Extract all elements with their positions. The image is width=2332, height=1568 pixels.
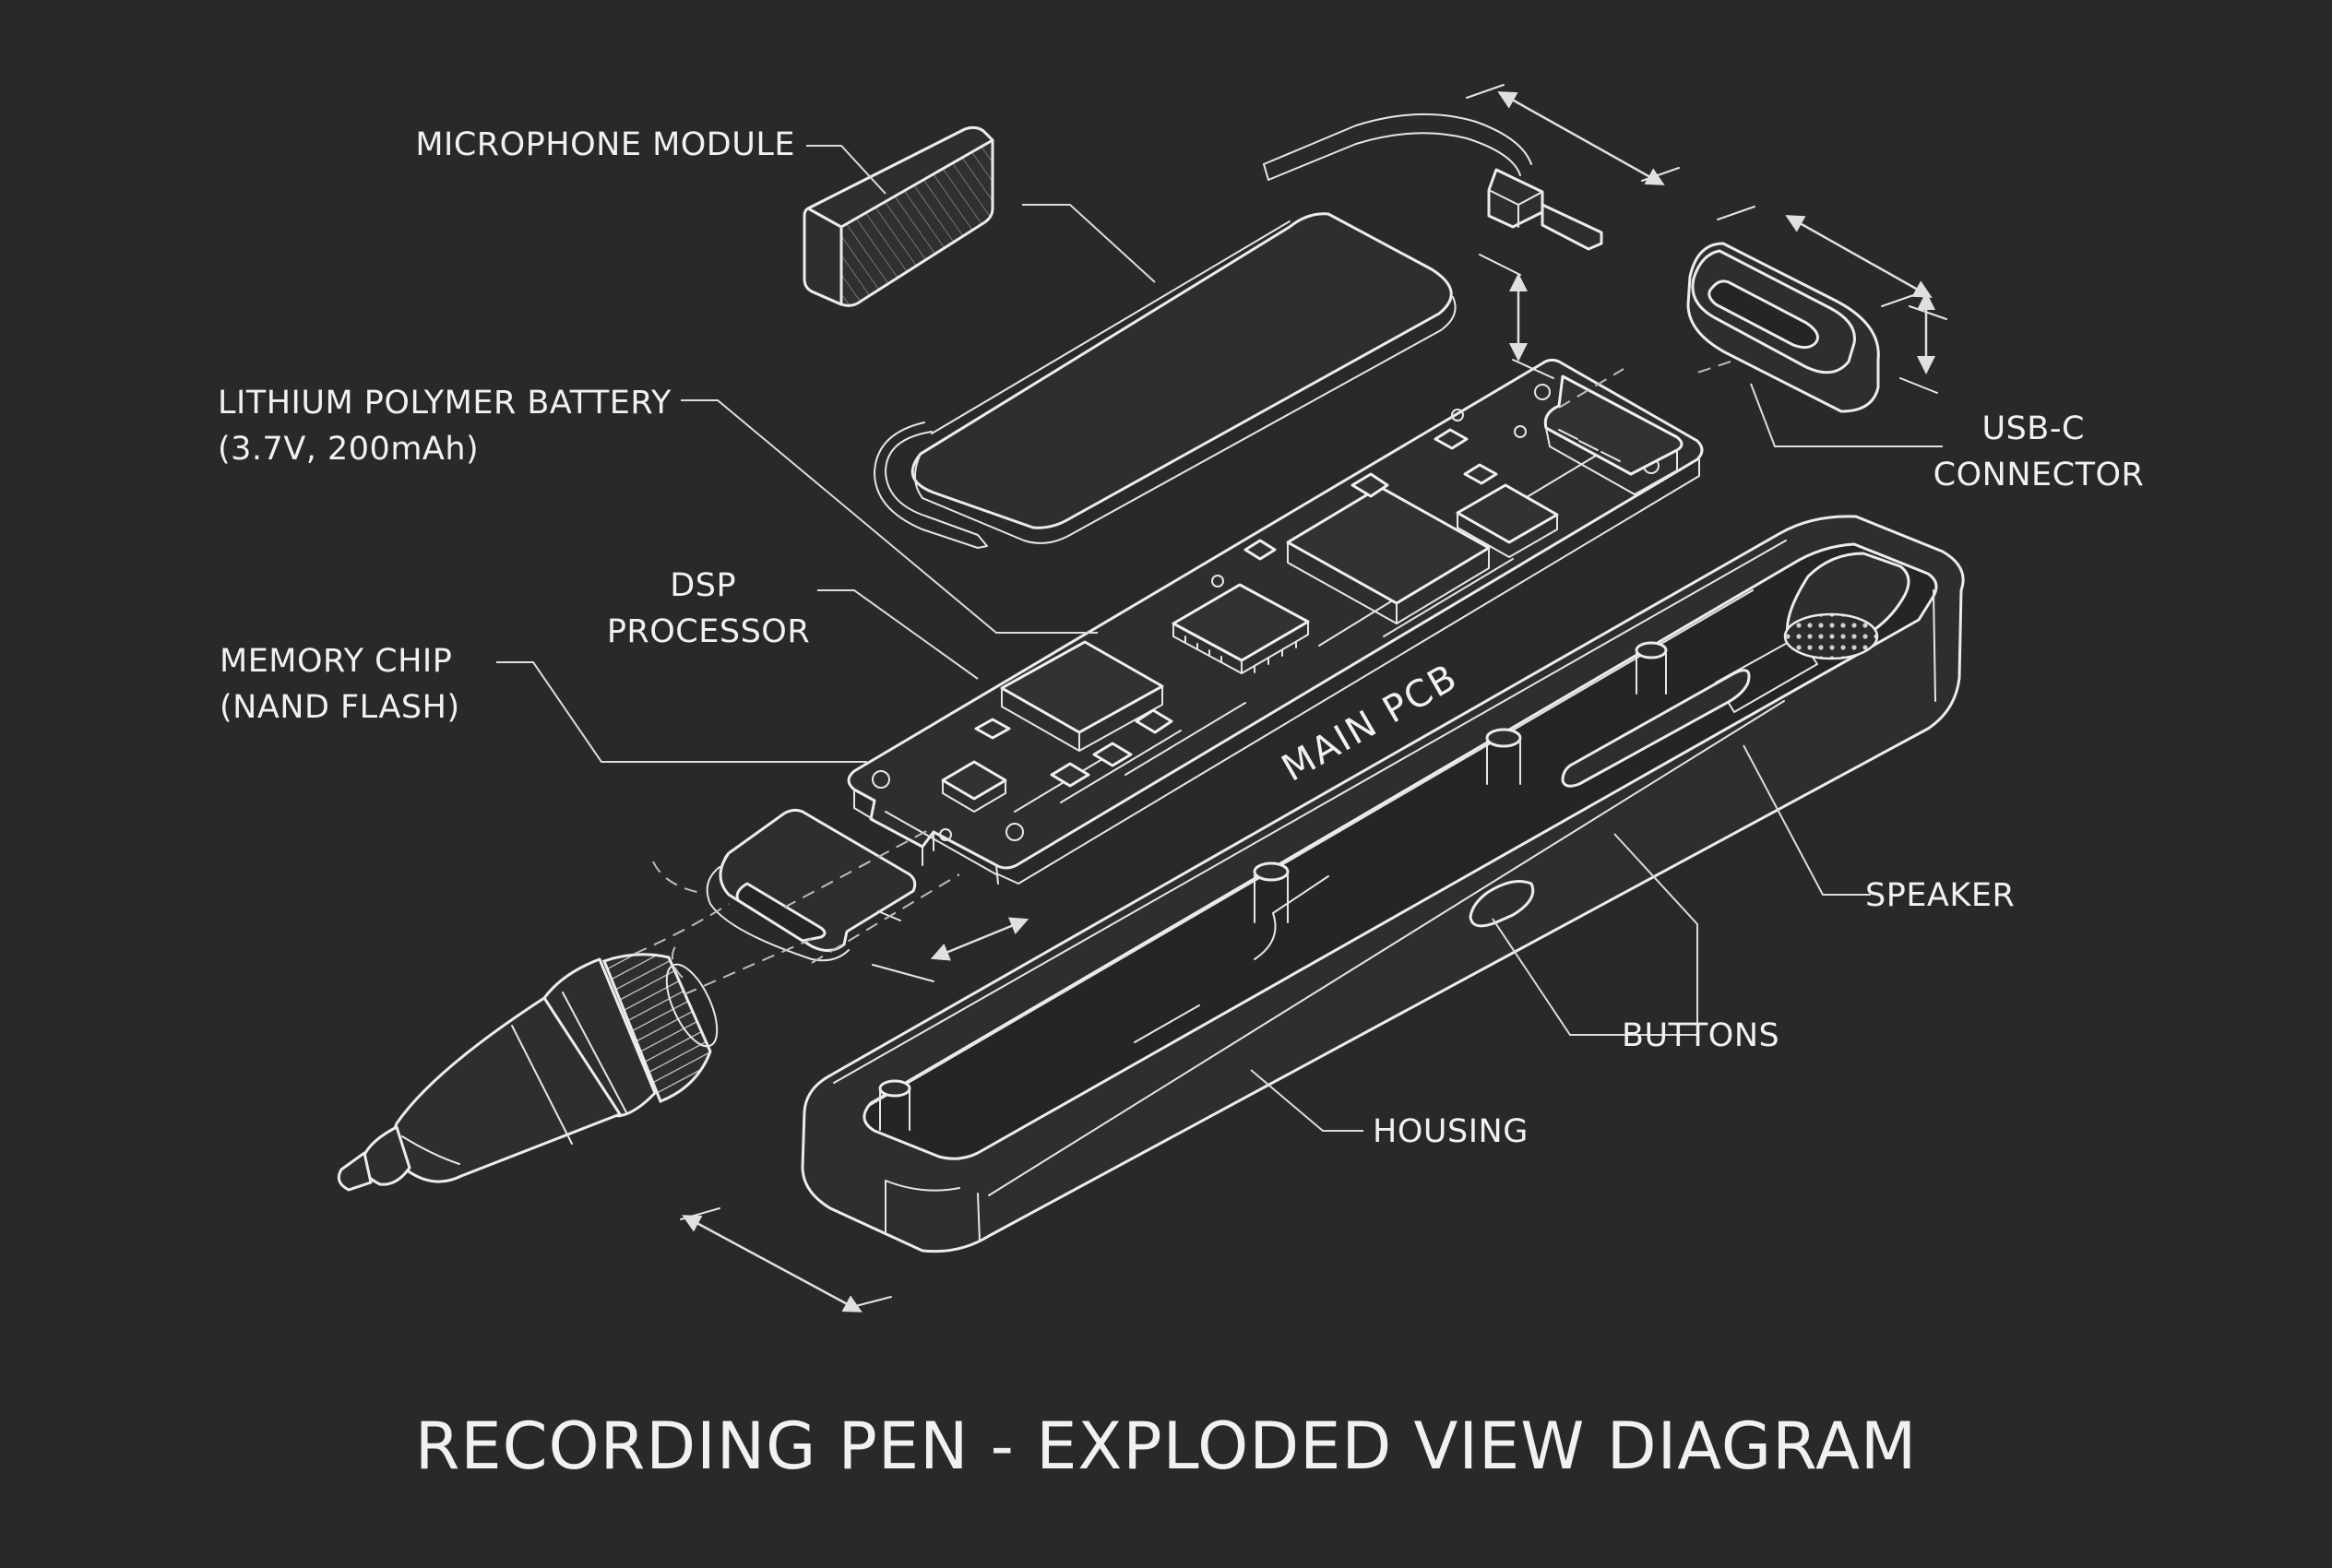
labels: MICROPHONE MODULE LITHIUM POLYMER BATTER… <box>218 126 2144 1150</box>
label-buttons: BUTTONS <box>1622 1017 1779 1054</box>
pen-tip-part <box>337 953 719 1192</box>
label-usbc-connector: USB-C CONNECTOR <box>1933 410 2145 493</box>
battery-part <box>874 212 1457 549</box>
label-housing: HOUSING <box>1373 1113 1529 1150</box>
usbc-connector-part <box>1686 242 1880 413</box>
dimension-lines <box>634 84 1947 1313</box>
leader-lines <box>496 145 1943 1132</box>
microphone-module-part <box>803 125 994 307</box>
main-pcb-part: MAIN PCB <box>847 358 1704 885</box>
housing-part <box>801 515 1965 1253</box>
label-memory-chip: MEMORY CHIP (NAND FLASH) <box>220 643 463 726</box>
usbc-cap-part <box>706 808 917 962</box>
diagram-title: RECORDING PEN - EXPLODED VIEW DIAGRAM <box>415 1408 1917 1484</box>
label-speaker: SPEAKER <box>1865 877 2015 914</box>
label-battery: LITHIUM POLYMER BATTERY (3.7V, 200mAh) <box>218 385 683 468</box>
label-dsp-processor: DSP PROCESSOR <box>607 567 810 650</box>
label-microphone-module: MICROPHONE MODULE <box>415 126 795 163</box>
speaker-grill <box>1783 612 1879 660</box>
